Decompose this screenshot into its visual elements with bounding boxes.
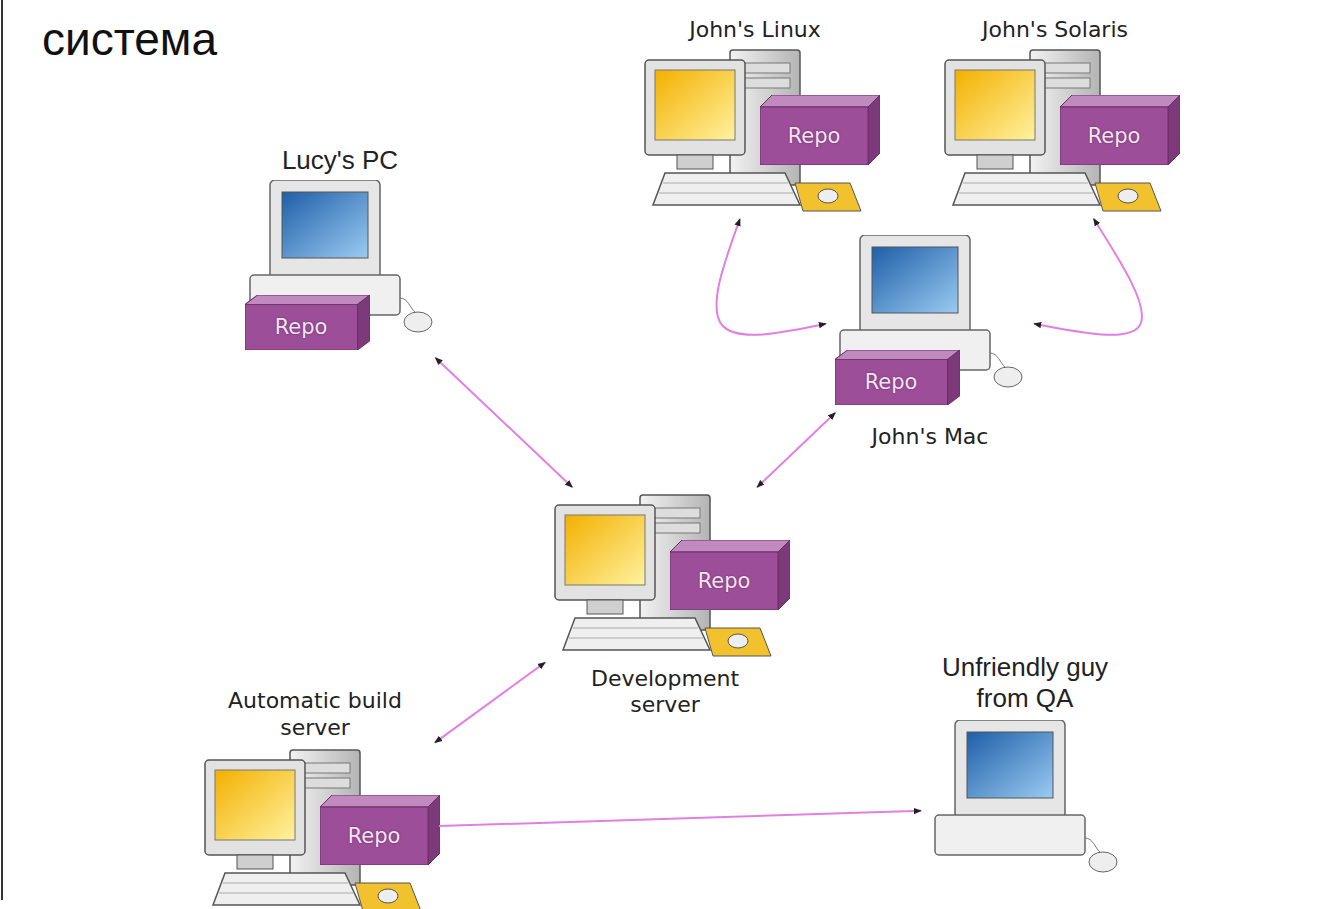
repo-label: Repo: [1088, 124, 1141, 148]
computer-node: Automatic build serverRepo: [195, 745, 435, 909]
computer-label: Development server: [575, 666, 755, 719]
repo-label: Repo: [348, 824, 401, 848]
repo-box: [760, 95, 880, 165]
computer-node: Lucy's PCRepo: [240, 180, 440, 355]
repo-label: Repo: [275, 315, 328, 339]
repo-box: [245, 295, 370, 350]
sync-arrow: [435, 662, 545, 742]
computer-label: John's Solaris: [935, 17, 1175, 43]
repo-label: Repo: [788, 124, 841, 148]
repo-box: [320, 795, 440, 865]
sync-arrow: [757, 413, 835, 487]
repo-box: [1060, 95, 1180, 165]
computer-node: Unfriendly guy from QA: [925, 720, 1125, 895]
slide-border: [1, 0, 3, 900]
sync-arrow: [716, 219, 826, 335]
tower-icon: [945, 50, 1161, 211]
computer-label: Automatic build server: [225, 688, 405, 741]
computer-node: John's MacRepo: [830, 235, 1030, 410]
computer-label: Unfriendly guy from QA: [925, 652, 1125, 714]
sync-arrow: [1034, 219, 1142, 335]
computer-node: Development serverRepo: [545, 490, 785, 660]
pc-icon: [935, 720, 1117, 872]
repo-box: [670, 540, 790, 610]
computer-label: John's Mac: [820, 424, 1040, 450]
computer-node: John's LinuxRepo: [635, 45, 875, 215]
repo-box: [835, 350, 960, 405]
tower-icon: [555, 495, 771, 656]
computer-node: John's SolarisRepo: [935, 45, 1175, 215]
tower-icon: [205, 750, 421, 909]
computer-label: Lucy's PC: [230, 145, 450, 176]
repo-label: Repo: [865, 370, 918, 394]
repo-label: Repo: [698, 569, 751, 593]
sync-arrow: [435, 358, 572, 488]
computer-label: John's Linux: [635, 17, 875, 43]
sync-arrow: [439, 811, 921, 826]
tower-icon: [645, 50, 861, 211]
slide-title: система: [42, 12, 217, 66]
